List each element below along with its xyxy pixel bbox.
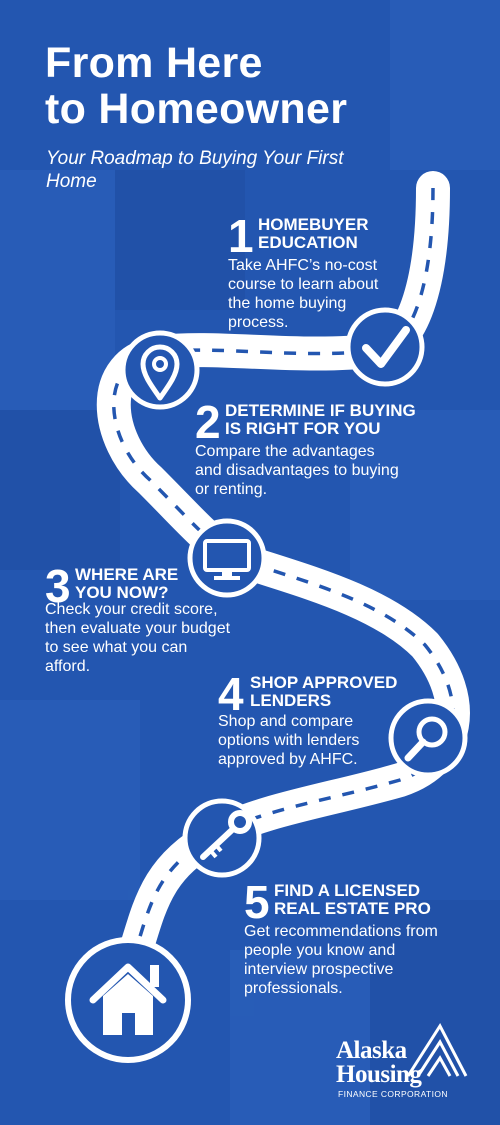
step-description: Get recommendations from people you know… [244, 923, 438, 997]
step-title: DETERMINE IF BUYING IS RIGHT FOR YOU [225, 402, 416, 438]
step-3: 3 WHERE ARE YOU NOW? Check your credit s… [45, 560, 245, 675]
step-4: 4 SHOP APPROVED LENDERS Shop and compare… [218, 670, 408, 770]
step-title: HOMEBUYER EDUCATION [258, 216, 369, 252]
step-number: 1 [228, 210, 254, 262]
step-title-line-1: HOMEBUYER [258, 215, 369, 234]
step-title: WHERE ARE YOU NOW? [75, 566, 178, 602]
magnifying-glass-icon [388, 698, 468, 778]
road-dashes [112, 187, 455, 976]
location-pin-icon [120, 330, 200, 410]
step-title-line-1: SHOP APPROVED [250, 673, 398, 692]
step-title: SHOP APPROVED LENDERS [250, 674, 397, 710]
step-number: 4 [218, 668, 244, 720]
step-title-line-1: WHERE ARE [75, 565, 179, 584]
title-line-2: to Homeowner [45, 85, 348, 133]
step-description: Check your credit score, then evaluate y… [45, 601, 231, 675]
title-line-1: From Here [45, 39, 263, 87]
page-subtitle: Your Roadmap to Buying Your First Home [46, 148, 344, 192]
alaska-housing-logo: Alaska Housing FINANCE CORPORATION [330, 1020, 480, 1100]
step-number: 3 [45, 560, 71, 612]
key-icon [182, 798, 262, 878]
step-title-line-1: DETERMINE IF BUYING [225, 401, 416, 420]
step-title-line-1: FIND A LICENSED [274, 881, 421, 900]
logo-mountain-icon [406, 1023, 468, 1077]
computer-monitor-icon [187, 518, 267, 598]
logo-tagline: FINANCE CORPORATION [338, 1089, 448, 1099]
step-1: 1 HOMEBUYER EDUCATION Take AHFC’s no-cos… [228, 210, 428, 331]
step-title-line-2: REAL ESTATE PRO [274, 899, 431, 918]
step-title-line-2: YOU NOW? [75, 583, 169, 602]
step-description: Shop and compare options with lenders ap… [218, 713, 360, 768]
step-title: FIND A LICENSED REAL ESTATE PRO [274, 882, 431, 918]
step-description: Compare the advantages and disadvantages… [195, 443, 399, 498]
step-number: 5 [244, 876, 270, 928]
step-5: 5 FIND A LICENSED REAL ESTATE PRO Get re… [244, 878, 484, 998]
background-tiles-dark [0, 170, 500, 1125]
step-title-line-2: IS RIGHT FOR YOU [225, 419, 381, 438]
step-2: 2 DETERMINE IF BUYING IS RIGHT FOR YOU C… [195, 398, 475, 498]
house-icon [65, 937, 191, 1063]
step-title-line-2: EDUCATION [258, 233, 358, 252]
page-title: From Here to Homeowner [45, 40, 347, 132]
logo-name-line-1: Alaska [336, 1037, 407, 1064]
checkmark-icon [345, 307, 425, 387]
step-description: Take AHFC’s no-cost course to learn abou… [228, 257, 379, 331]
step-title-line-2: LENDERS [250, 691, 332, 710]
step-number: 2 [195, 396, 221, 448]
logo-name-line-2: Housing [336, 1061, 422, 1088]
